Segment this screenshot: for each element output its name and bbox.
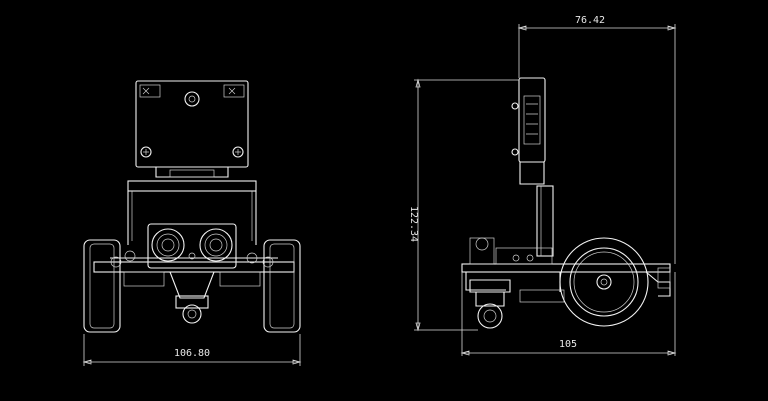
side-length-dimension: 105 [460,272,677,356]
side-length-label: 105 [559,339,577,350]
side-top-width-label: 76.42 [575,15,605,26]
board-components [110,250,274,287]
side-view: 76.42 122.34 105 [408,15,677,356]
side-mast [536,185,554,257]
side-top-dimension: 76.42 [517,15,677,264]
left-wheel [83,239,121,333]
front-width-label: 106.80 [174,348,210,359]
camera-module [135,80,249,178]
side-caster [469,279,511,329]
right-wheel [263,239,301,333]
caster-wheel [169,271,215,324]
side-height-dimension: 122.34 [408,78,519,332]
front-width-dimension: 106.80 [82,334,302,366]
front-view: 106.80 [82,80,302,366]
side-camera [511,77,546,185]
side-height-label: 122.34 [408,206,419,242]
ultrasonic-sensor [147,223,237,269]
side-wheel [559,237,649,327]
